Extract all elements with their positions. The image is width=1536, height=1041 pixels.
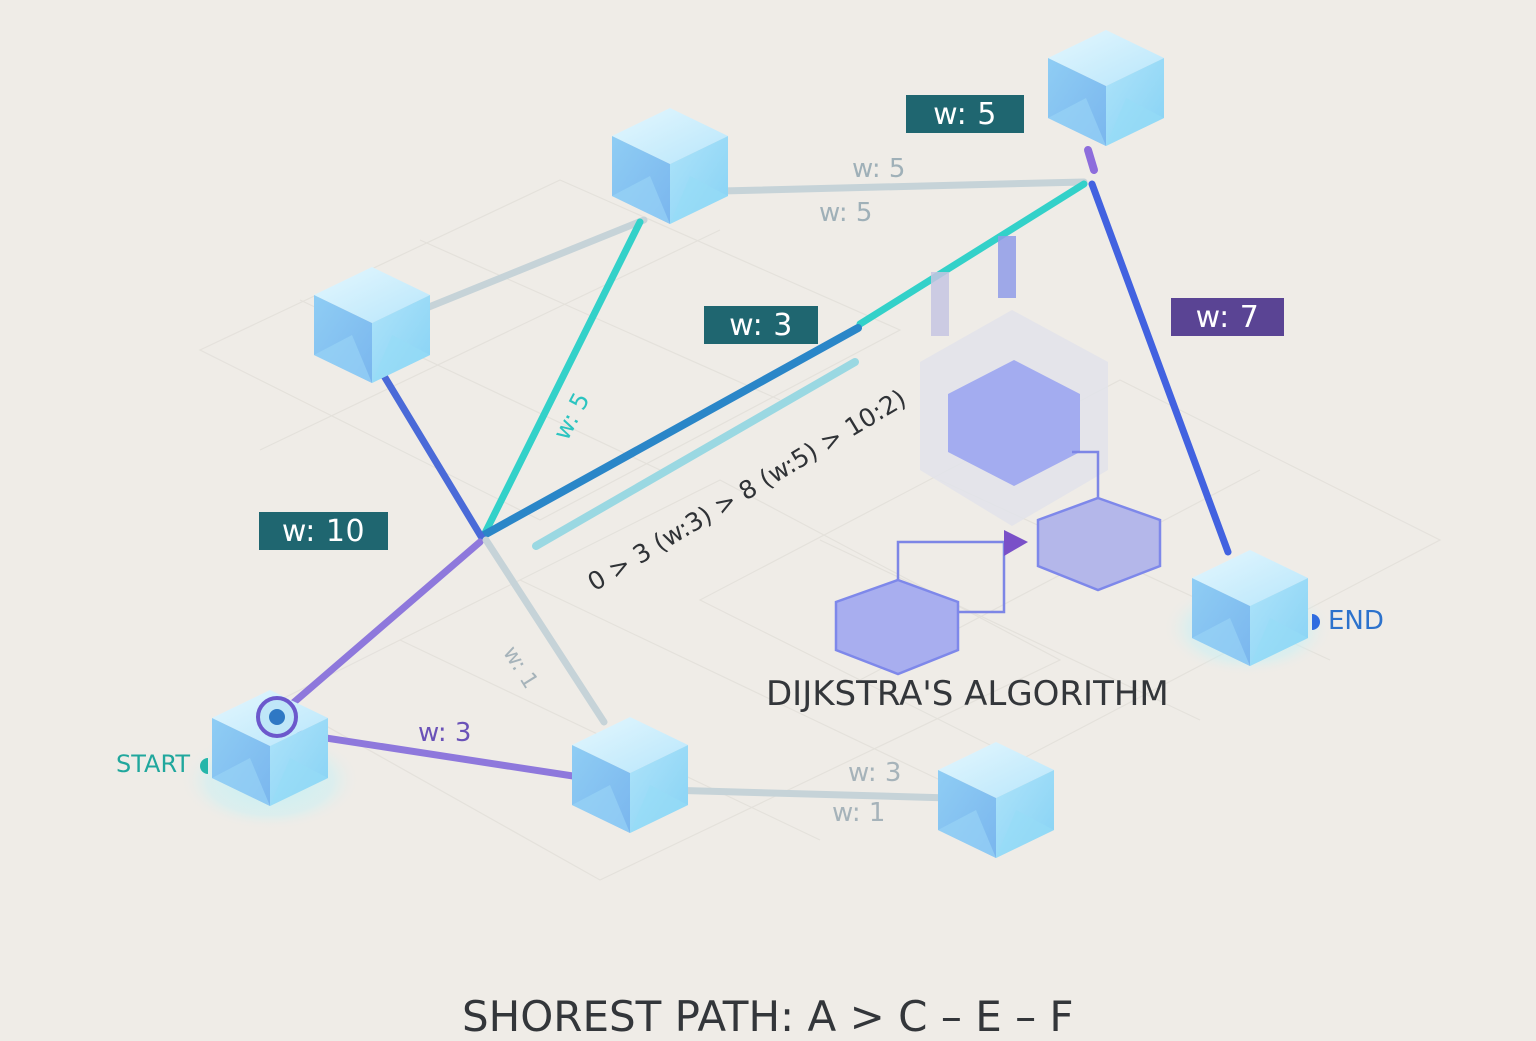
start-dot-icon: [200, 758, 208, 774]
node-cube-bottom-right: [938, 742, 1054, 858]
edge-label: w: 3: [418, 718, 472, 748]
edge-grey-bottom: [662, 786, 954, 802]
edge-purple-1: [274, 538, 484, 720]
edge-purple-2: [296, 730, 590, 782]
node-cube-top-mid: [612, 108, 728, 224]
algorithm-hex-diagram: [834, 310, 1162, 676]
edges: [274, 146, 1232, 802]
edge-grey-top: [676, 178, 1088, 196]
end-label: END: [1328, 606, 1384, 636]
node-cube-top-left: [314, 267, 430, 383]
edge-indigo-2: [1088, 180, 1232, 556]
edge-blue: [480, 324, 862, 539]
weight-box-w3: w: 3: [704, 306, 818, 344]
edge-label: w: 5: [819, 198, 873, 228]
edge-label: w: 1: [832, 798, 886, 828]
shortest-path-footer: SHOREST PATH: A > C – E – F: [462, 992, 1074, 1041]
edge-label: w: 3: [848, 758, 902, 788]
weight-box-w7: w: 7: [1171, 298, 1284, 336]
weight-box-w5: w: 5: [906, 95, 1024, 133]
end-dot-icon: [1312, 614, 1320, 630]
diagram-title: DIJKSTRA'S ALGORITHM: [766, 674, 1169, 714]
start-label: START: [116, 750, 191, 778]
arrow-icon: [1004, 530, 1028, 556]
edge-grey-diag: [482, 536, 608, 726]
edge-label: w: 5: [852, 154, 906, 184]
edge-teal-1: [480, 218, 644, 539]
edge-teal-2: [856, 180, 1088, 328]
weight-box-w10: w: 10: [259, 512, 388, 550]
edge-indigo-1: [368, 352, 486, 542]
node-cube-top-right: [1048, 30, 1164, 146]
edge-purple-short: [1084, 146, 1098, 174]
bar-1: [931, 272, 949, 336]
edge-lightblue: [532, 358, 859, 550]
node-cube-bottom-mid: [572, 717, 688, 833]
bar-2: [998, 236, 1016, 298]
